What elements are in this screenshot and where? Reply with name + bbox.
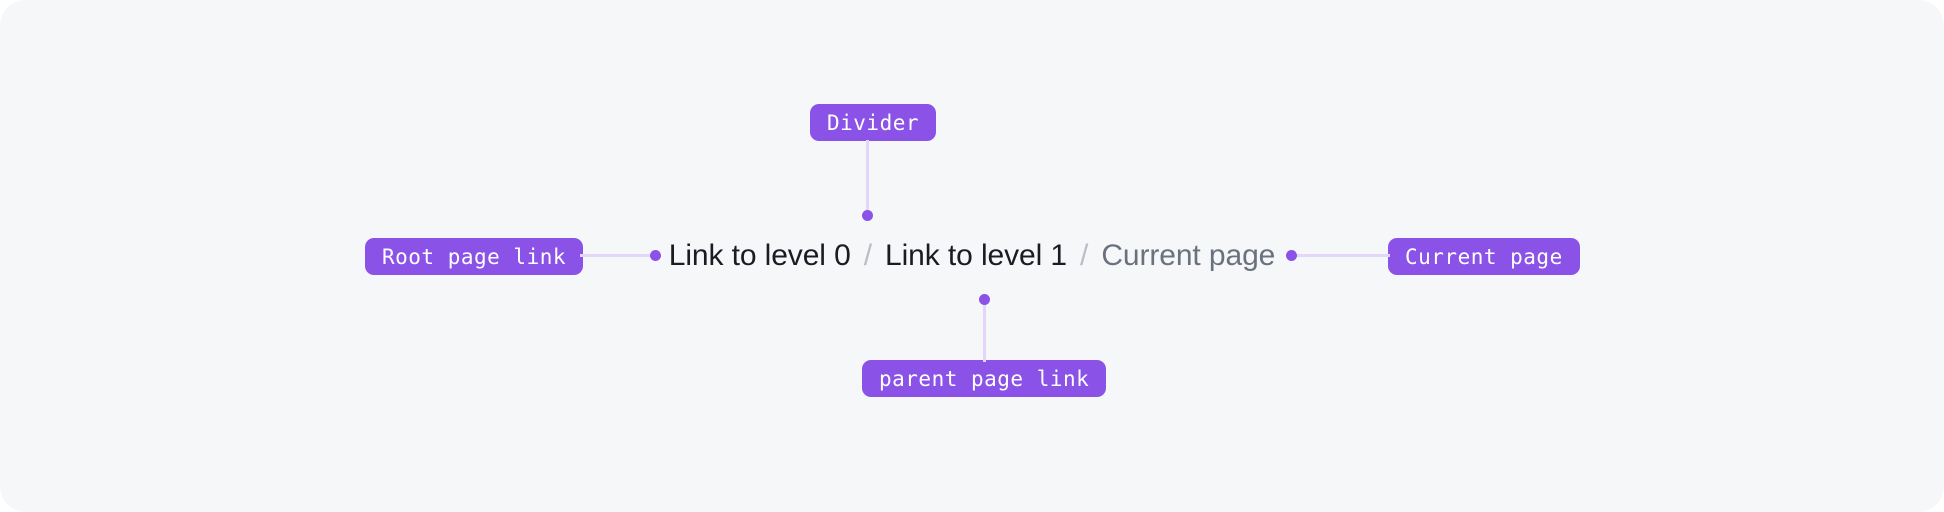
annotation-badge-divider: Divider xyxy=(810,104,937,141)
annotation-badge-current-page: Current page xyxy=(1388,238,1580,275)
connector-dot-divider xyxy=(862,210,873,221)
breadcrumb-separator-2: / xyxy=(1079,239,1089,272)
annotation-badge-root-page-link: Root page link xyxy=(365,238,584,275)
breadcrumb-current-page: Current page xyxy=(1101,239,1276,272)
annotation-badge-parent-page-link: parent page link xyxy=(862,360,1107,397)
connector-dot-current-page xyxy=(1286,250,1297,261)
connector-dot-root-page-link xyxy=(650,250,661,261)
breadcrumb-link-level-0[interactable]: Link to level 0 xyxy=(668,239,851,272)
connector-line-root-page-link xyxy=(580,254,658,257)
connector-dot-parent-page-link xyxy=(979,294,990,305)
connector-line-divider xyxy=(866,140,869,216)
breadcrumb: Link to level 0 / Link to level 1 / Curr… xyxy=(0,231,1944,281)
breadcrumb-separator-1: / xyxy=(863,239,873,272)
connector-line-parent-page-link xyxy=(983,302,986,362)
connector-line-current-page xyxy=(1296,254,1390,257)
breadcrumb-link-level-1[interactable]: Link to level 1 xyxy=(885,239,1067,272)
